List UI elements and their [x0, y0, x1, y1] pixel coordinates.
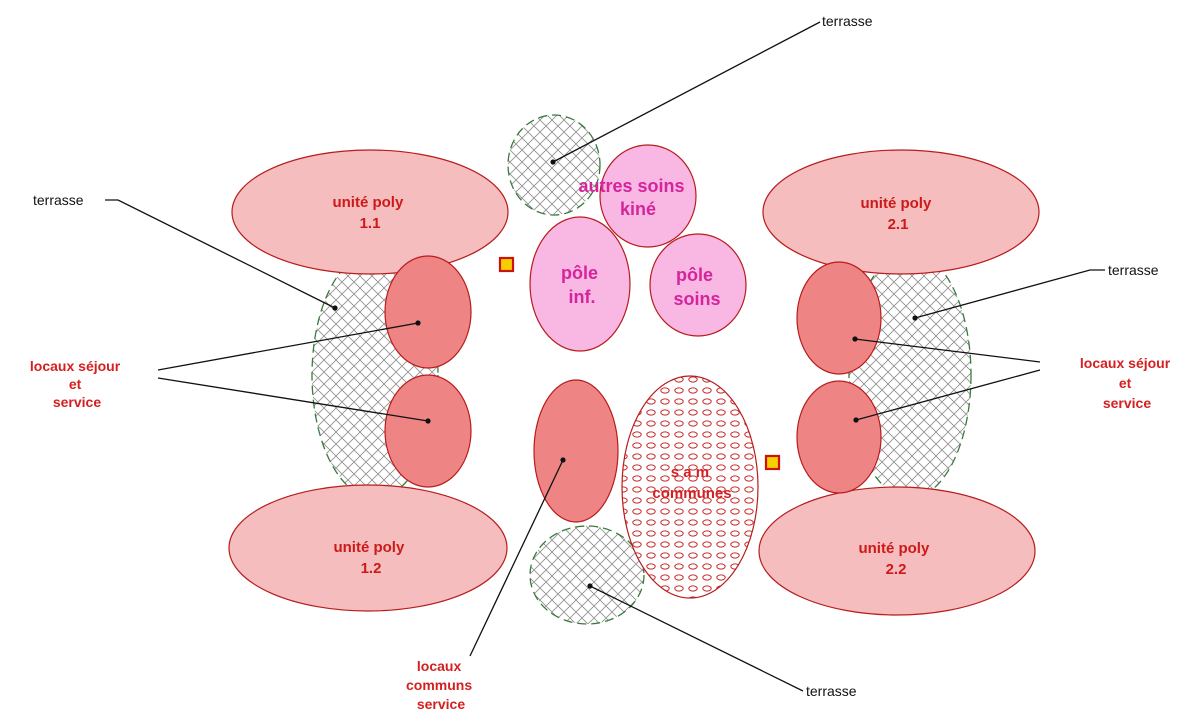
dot-terrasse-bottom	[587, 583, 593, 589]
leader-locaux-left-bottom	[157, 377, 429, 422]
dot-terrasse-left	[332, 305, 338, 311]
locaux-communs-area	[533, 379, 619, 523]
dot-locaux-right-bottom	[853, 417, 859, 423]
leader-locaux-right-top	[854, 338, 1041, 363]
terrasse-bottom-label: terrasse	[806, 683, 857, 699]
pole-soins-line1: pôle	[676, 265, 713, 285]
terrasse-bottom-area	[529, 525, 645, 625]
dot-terrasse-top	[550, 159, 556, 165]
locaux-sejour-left-label: locaux séjour et service	[30, 358, 124, 410]
dot-locaux-left-top	[415, 320, 421, 326]
unite-poly-2-2-name: unité poly	[858, 540, 929, 557]
locaux-sejour-left-line3: service	[53, 394, 101, 410]
terrasse-top-label: terrasse	[822, 13, 873, 29]
unite-poly-1-1-name: unité poly	[332, 194, 403, 211]
pole-soins-label: pôle soins	[673, 265, 720, 309]
salles-communes-area	[621, 375, 759, 599]
salles-communes-label: s a m communes	[652, 464, 731, 502]
leader-terrasse-bottom	[589, 585, 804, 692]
terrasse-right-label: terrasse	[1108, 262, 1159, 278]
unite-poly-2-1-number: 2.1	[888, 216, 909, 233]
leader-terrasse-top	[552, 21, 821, 163]
locaux-communs-label: locaux communs service	[406, 658, 476, 712]
autres-soins-label: autres soins kiné	[578, 176, 689, 219]
terrasse-left-label: terrasse	[33, 192, 84, 208]
leader-locaux-left-top	[157, 322, 419, 371]
pole-inf-line2: inf.	[569, 287, 596, 307]
autres-soins-line1: autres soins	[578, 176, 684, 196]
marker-right	[764, 454, 781, 471]
unite-poly-2-2-number: 2.2	[886, 561, 907, 578]
locaux-sejour-right-line1: locaux séjour	[1080, 355, 1171, 371]
unite-poly-2-1-label: unité poly 2.1	[860, 195, 935, 233]
autres-soins-kine	[599, 144, 697, 248]
unite-poly-1-1-number: 1.1	[360, 215, 381, 232]
unite-poly-1-2-name: unité poly	[333, 539, 404, 556]
dot-locaux-communs	[560, 457, 566, 463]
salles-communes-line1: s a m	[671, 464, 709, 481]
leader-locaux-right-bottom	[855, 369, 1041, 421]
pole-soins	[649, 233, 747, 337]
unite-poly-2-2-label: unité poly 2.2	[858, 540, 933, 578]
locaux-sejour-right-bottom	[796, 380, 882, 494]
locaux-communs-line3: service	[417, 696, 465, 712]
locaux-sejour-left-top	[384, 255, 472, 369]
locaux-sejour-left-bottom	[384, 374, 472, 488]
pole-inf	[529, 216, 631, 352]
unite-poly-2-2	[758, 486, 1036, 616]
salles-communes-line2: communes	[652, 485, 731, 502]
locaux-sejour-right-top	[796, 261, 882, 375]
unite-poly-2-1-name: unité poly	[860, 195, 931, 212]
unite-poly-1-1	[231, 149, 509, 275]
pole-soins-line2: soins	[673, 289, 720, 309]
unite-poly-1-2-number: 1.2	[361, 560, 382, 577]
locaux-communs-line1: locaux	[417, 658, 462, 674]
locaux-sejour-left-line1: locaux séjour	[30, 358, 121, 374]
unite-poly-2-1	[762, 149, 1040, 275]
locaux-sejour-right-label: locaux séjour et service	[1080, 355, 1174, 411]
dot-terrasse-right	[912, 315, 918, 321]
unite-poly-1-1-label: unité poly 1.1	[332, 194, 407, 232]
leader-terrasse-left	[105, 199, 336, 309]
pole-inf-line1: pôle	[561, 263, 598, 283]
terrasse-top-area	[507, 114, 601, 216]
leader-terrasse-right	[914, 269, 1105, 319]
locaux-sejour-right-line2: et	[1119, 375, 1132, 391]
unite-poly-1-2	[228, 484, 508, 612]
dot-locaux-right-top	[852, 336, 858, 342]
unite-poly-1-2-label: unité poly 1.2	[333, 539, 408, 577]
locaux-sejour-left-line2: et	[69, 376, 82, 392]
pole-inf-label: pôle inf.	[561, 263, 603, 307]
autres-soins-line2: kiné	[620, 199, 656, 219]
marker-left	[498, 256, 515, 273]
dot-locaux-left-bottom	[425, 418, 431, 424]
locaux-sejour-right-line3: service	[1103, 395, 1151, 411]
locaux-communs-line2: communs	[406, 677, 472, 693]
leader-locaux-communs	[469, 459, 564, 657]
